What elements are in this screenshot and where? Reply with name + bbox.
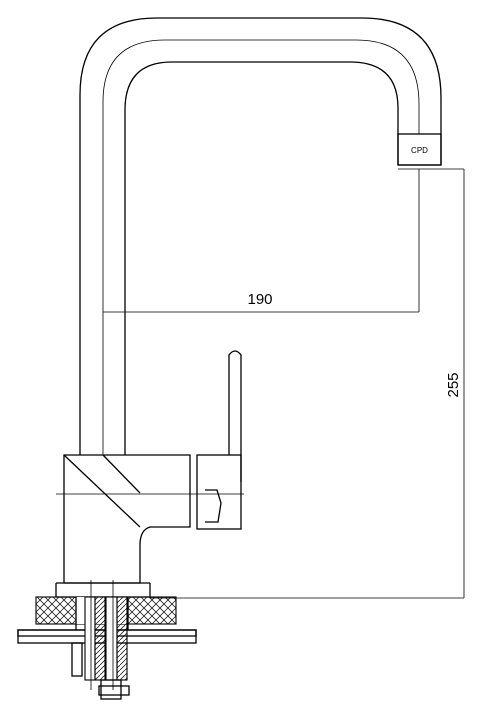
body-outline	[63, 454, 191, 584]
faucet-body	[55, 454, 244, 598]
aerator: CPD	[397, 133, 442, 170]
fixing-nut-left	[71, 642, 83, 677]
spout-centerline	[102, 39, 420, 455]
spout-inner-contour	[124, 61, 399, 455]
body-diagonal-2	[102, 454, 141, 494]
lever-handle	[196, 350, 242, 530]
spout-outer-contour	[79, 17, 442, 455]
hose-left	[105, 596, 118, 681]
height-dimension-label: 255	[445, 372, 462, 397]
aerator-label: CPD	[411, 146, 428, 155]
height-dimension: 255	[150, 168, 465, 599]
hose-connector	[100, 679, 122, 700]
spout	[79, 17, 442, 455]
cartridge-housing	[196, 454, 242, 530]
reach-dimension: 190	[103, 169, 420, 313]
mounting-shank	[71, 580, 130, 700]
cartridge-cap	[205, 489, 222, 523]
lever-stem	[228, 350, 242, 482]
hose-right	[116, 596, 128, 681]
threaded-rod	[94, 596, 106, 681]
body-diagonal-1	[63, 454, 141, 528]
hose-end-fitting	[98, 685, 130, 696]
reach-dimension-label: 190	[247, 291, 272, 308]
